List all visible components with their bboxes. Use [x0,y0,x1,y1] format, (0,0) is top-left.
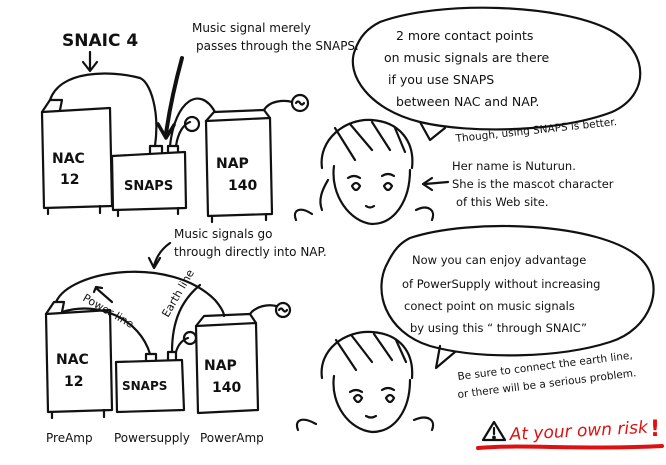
bubble1-line-4: between NAC and NAP. [396,94,539,109]
bubble1-line-1: 2 more contact points [396,28,533,43]
bottom-snaps-label: SNAPS [122,379,167,393]
top-note-arrow [164,56,184,136]
bottom-ac-cable [248,304,278,316]
caption-preamp: PreAmp [46,431,93,445]
snaic-down-arrow [81,50,99,73]
bottom-ac-plug-icon [274,301,292,319]
top-note-line-2: passes through the SNAPS. [196,39,359,53]
mascot-note-line-1: Her name is Nuturun. [452,159,576,173]
top-signal-cable-in [48,72,158,148]
bubble1-line-2: on music signals are there [384,50,550,65]
mascot-face-bottom [295,330,435,434]
bubble2-line-4: by using this “ through SNAIC” [410,321,587,335]
bottom-signal-cable [54,270,226,318]
top-earth-symbol [183,115,201,133]
bottom-nap-label-2: 140 [212,380,241,396]
bottom-note-arrow [147,241,172,270]
warning-triangle-icon [481,420,507,442]
bubble1-line-3: if you use SNAPS [388,72,494,87]
bottom-power-cable [60,307,152,356]
bubble1-tail-note: Though, using SNAPS is better. [454,116,617,145]
bubble2-line-3: conect point on music signals [404,299,575,313]
bottom-nac-box [44,300,114,420]
mascot-face-top [293,118,435,226]
bubble2-line-1: Now you can enjoy advantage [412,253,586,267]
bottom-note-line-1: Music signals go [174,227,272,241]
caption-poweramp: PowerAmp [200,431,264,445]
top-snaps-label: SNAPS [124,179,173,194]
top-signal-cable-out [168,97,217,148]
bottom-nap-label-1: NAP [204,358,237,374]
top-nap-label-2: 140 [228,178,257,194]
top-nac-label-1: NAC [52,151,85,167]
warning-underline [476,444,664,450]
top-nac-label-2: 12 [60,172,79,188]
top-ac-plug-icon [290,93,310,113]
bottom-note-line-2: through directly into NAP. [174,245,327,259]
warning-bang: ! [650,417,660,442]
bottom-earth-symbol [182,330,198,346]
speech-bubble-1 [351,6,642,131]
caption-powersupply: Powersupply [114,431,190,445]
mascot-note-line-3: of this Web site. [456,195,549,209]
bottom-nap-box [194,312,260,415]
bottom-nac-label-2: 12 [64,374,83,390]
warning-text: At your own risk [508,418,649,445]
power-line-arrow [92,285,114,304]
bottom-earth-cable [170,283,202,354]
top-nap-label-1: NAP [216,156,249,172]
speech-bubble-2-tail [434,344,457,370]
bottom-nac-label-1: NAC [56,352,89,368]
snaic-label: SNAIC 4 [62,31,138,51]
speech-bubble-1-tail [418,120,447,142]
mascot-pointer-arrow [421,176,450,192]
top-nap-box [204,108,274,224]
bubble2-line-2: of PowerSupply without increasing [402,277,600,291]
top-ac-cable [262,99,294,112]
speech-bubble-2 [380,224,655,357]
top-note-line-1: Music signal merely [192,21,311,35]
top-earth-cable [174,120,192,148]
mascot-note-line-2: She is the mascot character [452,177,614,191]
